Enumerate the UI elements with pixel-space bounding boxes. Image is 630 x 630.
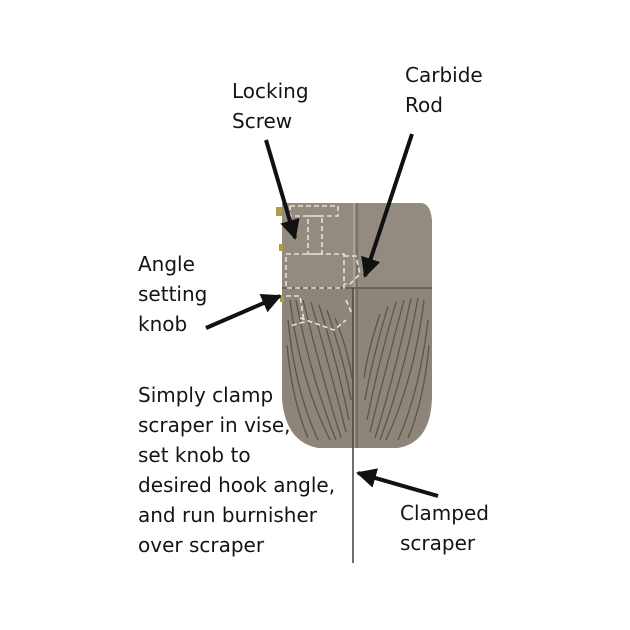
left-grip-grooves — [286, 299, 353, 441]
right-grip-grooves — [363, 297, 430, 441]
label-locking-screw: Locking Screw — [232, 79, 309, 133]
label-clamped-scraper: Clamped scraper — [400, 501, 489, 555]
hidden-detail-outlines — [285, 205, 361, 331]
arrow-carbide-rod — [361, 133, 414, 278]
burnisher-body — [282, 203, 432, 448]
angle-knob-accents — [276, 207, 284, 302]
callout-arrows — [205, 133, 439, 498]
label-carbide-rod: Carbide Rod — [405, 63, 483, 117]
arrow-clamped-scraper — [356, 468, 439, 498]
arrow-locking-screw — [264, 139, 300, 240]
arrow-angle-knob — [205, 293, 282, 330]
instruction-text: Simply clamp scraper in vise, set knob t… — [138, 383, 336, 557]
label-angle-knob: Angle setting knob — [138, 252, 208, 336]
